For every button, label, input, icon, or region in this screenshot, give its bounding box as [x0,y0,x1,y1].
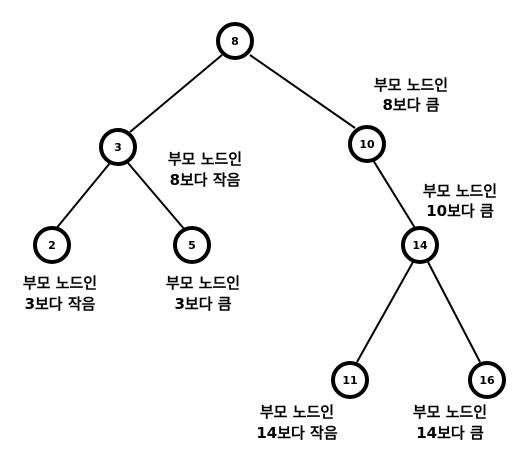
node-label: 8 [231,35,239,48]
node-label: 11 [342,374,357,387]
annotation-line-2: 3보다 작음 [25,295,96,313]
edge-3-5 [127,162,186,231]
annotation-node-5: 부모 노드인 3보다 큼 [166,274,240,313]
annotation-line-2: 14보다 큼 [416,424,484,442]
edge-8-3 [129,54,223,133]
annotation-line-2: 3보다 큼 [174,295,231,313]
node-label: 2 [48,239,56,252]
node-circle [401,226,439,264]
annotation-line-1: 부모 노드인 [413,403,487,421]
tree-node-5: 5 [173,226,211,264]
annotation-line-2: 8보다 작음 [170,171,241,189]
node-circle [331,361,369,399]
edge-8-10 [249,54,356,129]
annotation-line-1: 부모 노드인 [166,274,240,292]
tree-node-3: 3 [99,128,137,166]
node-circle [173,226,211,264]
edge-10-14 [372,159,416,229]
edge-14-11 [356,261,414,363]
node-circle [216,22,254,60]
node-circle [348,125,386,163]
annotation-line-2: 8보다 큼 [382,96,439,114]
annotation-node-11: 부모 노드인 14보다 작음 [256,403,337,442]
tree-node-10: 10 [348,125,386,163]
annotation-line-1: 부모 노드인 [423,182,497,200]
tree-node-2: 2 [33,226,71,264]
edge-14-16 [427,261,481,363]
annotation-line-1: 부모 노드인 [260,403,334,421]
annotation-node-3: 부모 노드인 8보다 작음 [168,150,242,189]
node-circle [468,361,506,399]
node-label: 14 [412,239,428,252]
node-label: 16 [479,374,495,387]
annotation-node-10: 부모 노드인 8보다 큼 [374,76,448,114]
annotation-node-14: 부모 노드인 10보다 큼 [423,182,497,220]
tree-edges [54,54,481,363]
node-circle [33,226,71,264]
annotation-node-16: 부모 노드인 14보다 큼 [413,403,487,442]
annotation-line-2: 10보다 큼 [426,202,494,220]
annotation-line-1: 부모 노드인 [23,274,97,292]
node-circle [99,128,137,166]
tree-node-8: 8 [216,22,254,60]
node-label: 10 [359,138,375,151]
node-label: 3 [114,141,122,154]
annotation-line-1: 부모 노드인 [374,76,448,94]
node-label: 5 [188,239,196,252]
annotation-line-2: 14보다 작음 [256,424,337,442]
tree-node-16: 16 [468,361,506,399]
annotation-line-1: 부모 노드인 [168,150,242,168]
edge-3-2 [54,162,111,231]
annotation-node-2: 부모 노드인 3보다 작음 [23,274,97,313]
tree-node-11: 11 [331,361,369,399]
tree-node-14: 14 [401,226,439,264]
